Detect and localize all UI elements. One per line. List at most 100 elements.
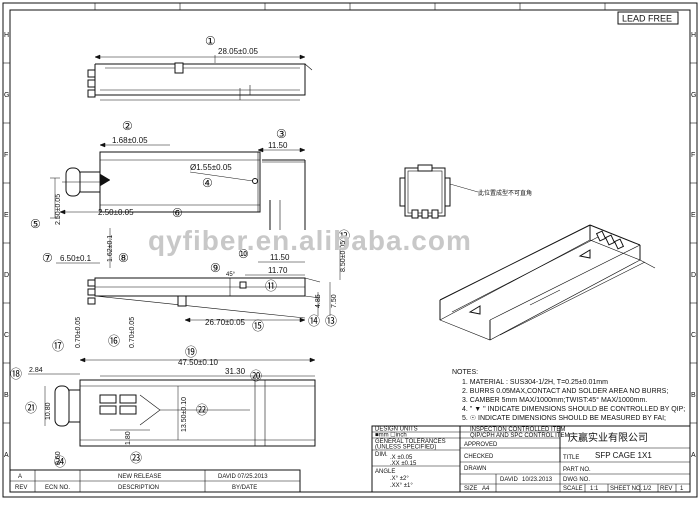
dim-13-50: 13.50±0.10	[181, 397, 188, 432]
dim-0-60: 0.60	[55, 451, 62, 465]
zone-letter: A	[691, 452, 696, 459]
balloon-12: ⑫	[338, 229, 350, 243]
rev-label: REV	[660, 486, 672, 492]
notes-block: NOTES: 1. MATERIAL : SUS304-1/2H, T=0.25…	[452, 369, 685, 422]
general-tol-label: GENERAL TOLERANCES	[375, 439, 446, 445]
balloon-19: ⑲	[185, 345, 197, 359]
inspection-label: INSPECTION CONTROLLED ITEM	[470, 427, 565, 433]
zone-ticks	[3, 3, 697, 424]
drawn-by: DAVID	[500, 477, 519, 483]
dim-4-85: 4.85	[315, 294, 322, 308]
dim-31-30: 31.30	[225, 367, 246, 376]
angle-label: ANGLE	[375, 469, 395, 475]
balloon-10: ⑩	[238, 247, 249, 261]
watermark: qyfiber.en.alibaba.com	[148, 225, 472, 256]
design-units-label: DESIGN UNITS	[375, 427, 418, 433]
balloon-17: ⑰	[52, 339, 64, 353]
dim-45deg: 45°	[226, 272, 236, 278]
scale-label: SCALE	[563, 486, 583, 492]
dwg-no-label: DWG NO.	[563, 477, 590, 483]
balloon-1: ①	[205, 34, 216, 48]
checked-label: CHECKED	[464, 454, 494, 460]
dim-1-80: 1.80	[125, 431, 132, 445]
general-tol-sub: (UNLESS SPECIFIED)	[375, 445, 436, 451]
zone-letter: H	[4, 32, 9, 39]
dim-label: DIM.	[375, 452, 388, 458]
notes-heading: NOTES:	[452, 369, 478, 376]
balloon-6: ⑥	[172, 206, 183, 220]
lead-free-stamp	[617, 11, 679, 25]
note-item: 3. CAMBER 5mm MAX/1000mm;TWIST:45° MAX/1…	[462, 396, 647, 404]
zone-letter: C	[691, 332, 696, 339]
dim-1-68: 1.68±0.05	[112, 136, 148, 145]
zone-letter: H	[691, 32, 696, 39]
dim-0-70-a: 0.70±0.05	[129, 317, 136, 348]
drawn-label: DRAWN	[464, 466, 486, 472]
zone-letter: A	[4, 452, 9, 459]
size-value: A4	[482, 486, 490, 492]
desc-header: DESCRIPTION	[118, 485, 159, 491]
qip-label: QIP/CPH AND SPC CONTROL ITEM	[470, 433, 569, 439]
dim-26-70: 26.70±0.05	[205, 318, 246, 327]
angle-row: .X° ±2°	[390, 476, 409, 482]
part-title: SFP CAGE 1X1	[595, 451, 652, 460]
sheet-value: 1/2	[643, 486, 652, 492]
zone-letter: C	[4, 332, 9, 339]
balloon-4: ④	[202, 176, 213, 190]
note-item: 2. BURRS 0.05MAX,CONTACT AND SOLDER AREA…	[462, 388, 668, 395]
balloon-16: ⑯	[108, 334, 120, 348]
balloon-5: ⑤	[30, 217, 41, 231]
zone-letter: B	[4, 392, 9, 399]
balloon-22: ㉒	[196, 403, 208, 417]
rev-header: REV	[15, 485, 27, 491]
drawn-date: 10/23.2013	[522, 477, 553, 483]
balloon-11: ⑪	[265, 279, 277, 293]
tol-row: .X ±0.05	[390, 455, 413, 461]
note-item: 4. " ▼ " INDICATE DIMENSIONS SHOULD BE C…	[462, 406, 685, 413]
lead-free-text: LEAD FREE	[622, 14, 672, 24]
zone-letter: D	[4, 272, 9, 279]
dim-7-50: 7.50	[331, 294, 338, 308]
balloon-3: ③	[276, 127, 287, 141]
balloon-15: ⑮	[252, 319, 264, 333]
dim-11-50-a: 11.50	[268, 141, 288, 150]
zone-letter: E	[691, 212, 696, 219]
note-item: 1. MATERIAL : SUS304-1/2H, T=0.25±0.01mm	[462, 379, 608, 386]
zone-letter: B	[691, 392, 696, 399]
rev-by-date: DAVID 07/25.2013	[218, 474, 268, 480]
dim-2-50-h: 2.50±0.05	[98, 208, 134, 217]
size-label: SIZE	[464, 486, 477, 492]
dim-10-80: 10.80	[45, 402, 52, 420]
ecn-header: ECN NO.	[45, 485, 70, 491]
revision-block: A NEW RELEASE DAVID 07/25.2013 REV ECN N…	[9, 469, 301, 493]
approved-label: APPROVED	[464, 442, 498, 448]
units-value: ■mm ☐inch	[375, 432, 407, 439]
title-label: TITLE	[563, 455, 579, 461]
zone-letter: F	[691, 152, 695, 159]
dim-0-70-b: 0.70±0.05	[75, 317, 82, 348]
balloon-2: ②	[122, 119, 133, 133]
balloon-8: ⑧	[118, 251, 129, 265]
zone-letter: D	[691, 272, 696, 279]
dim-2-50-v: 2.50±0.05	[55, 194, 62, 225]
note-item: 5. ☉ INDICATE DIMENSIONS SHOULD BE MEASU…	[462, 415, 666, 422]
balloon-14: ⑭	[308, 314, 320, 328]
dim-11-50-b: 11.50	[270, 253, 290, 262]
balloon-23: ㉓	[130, 451, 142, 465]
zone-letter: F	[4, 152, 8, 159]
balloon-21: ㉑	[25, 401, 37, 415]
balloon-18: ⑱	[10, 367, 22, 381]
profile-note: 此位置成型不可直角	[478, 189, 532, 197]
balloon-13: ⑬	[325, 314, 337, 328]
view-top: 28.05±0.05 ①	[87, 34, 313, 101]
view-side: ② 1.68±0.05 ③ 11.50 Ø1.55±0.05 ④ 2.50±0.…	[30, 119, 306, 231]
dim-2-84: 2.84	[29, 367, 43, 374]
dim-47-50: 47.50±0.10	[178, 358, 219, 367]
scale-value: 1:1	[590, 486, 599, 492]
view-isometric	[439, 224, 656, 341]
dim-11-70: 11.70	[268, 266, 288, 275]
sheet-label: SHEET NO.	[610, 486, 643, 492]
balloon-9: ⑨	[210, 261, 221, 275]
